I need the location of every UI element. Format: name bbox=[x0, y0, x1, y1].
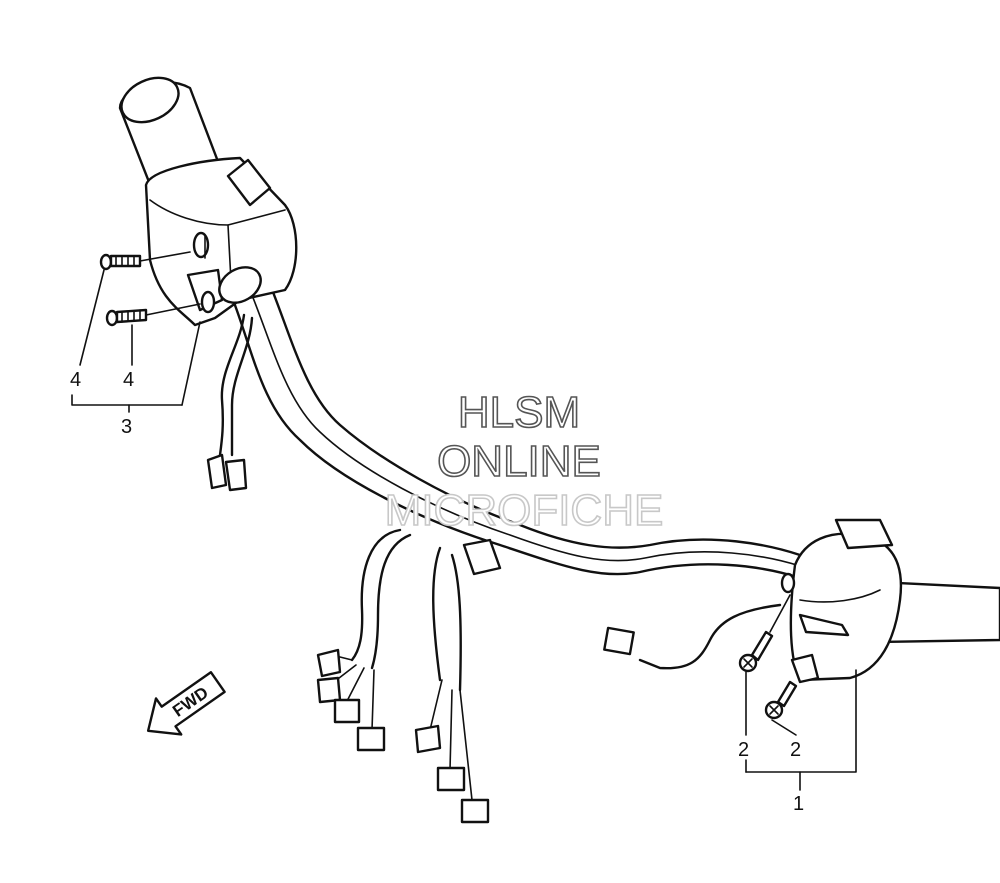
watermark-line-1: HLSM bbox=[458, 388, 580, 437]
callout-right-screw-upper: 2 bbox=[738, 739, 749, 761]
left-switch-wire bbox=[206, 313, 254, 492]
callout-right-screw-lower: 2 bbox=[790, 739, 801, 761]
callout-leaders bbox=[71, 269, 857, 791]
fwd-arrow: FWD bbox=[146, 671, 226, 736]
right-handlebar-switch bbox=[780, 518, 903, 684]
callout-right-switch: 1 bbox=[793, 793, 804, 815]
left-screw-upper bbox=[99, 251, 191, 271]
right-screw-lower bbox=[764, 680, 798, 720]
callout-left-screw-lower: 4 bbox=[123, 369, 134, 391]
wire-harness bbox=[316, 528, 490, 824]
watermark-line-2: ONLINE bbox=[437, 437, 601, 486]
right-switch-wire bbox=[603, 603, 782, 670]
left-handlebar-switch bbox=[118, 76, 298, 327]
callout-left-screw-upper: 4 bbox=[70, 369, 81, 391]
left-screw-lower bbox=[105, 303, 201, 327]
right-screw-upper bbox=[738, 594, 791, 673]
watermark: HLSM ONLINE MICROFICHE bbox=[384, 387, 664, 536]
callout-left-switch: 3 bbox=[121, 416, 132, 438]
watermark-line-3: MICROFICHE bbox=[385, 486, 664, 535]
